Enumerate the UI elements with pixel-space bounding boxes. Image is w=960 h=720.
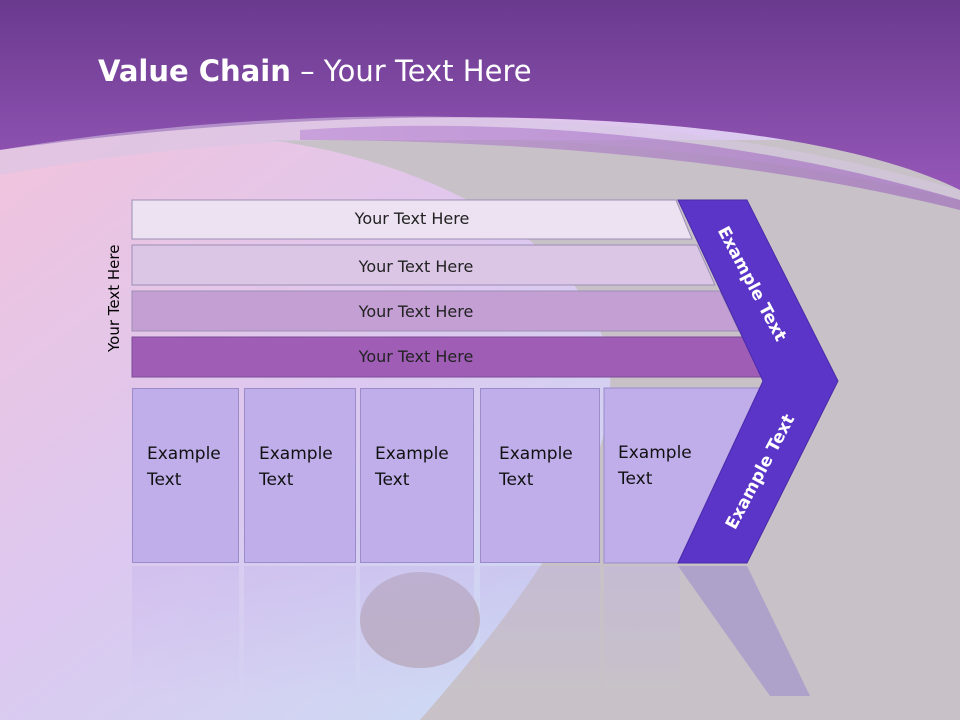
chevron-shape [677,199,839,564]
box-4-line2: Text [499,470,534,490]
box-4-reflection [480,566,600,696]
title-rest: – Your Text Here [290,54,532,88]
title-bold: Value Chain [98,54,291,88]
bar-1-label: Your Text Here [354,209,470,228]
box-2-line2: Text [259,470,294,490]
box-4-line1: Example [499,444,573,464]
bar-2-label: Your Text Here [358,257,474,276]
box-5-line2: Text [618,469,653,489]
box-3-reflection [360,566,474,696]
box-5-reflection [604,566,680,696]
box-5-line1: Example [618,443,692,463]
bar-2 [131,244,716,286]
box-1-reflection [132,566,239,696]
bar-3-label: Your Text Here [358,302,474,321]
box-3-line2: Text [375,470,410,490]
box-3-line1: Example [375,444,449,464]
box-2-reflection [244,566,356,696]
bar-4-label: Your Text Here [358,347,474,366]
slide-title: Value Chain – Your Text Here [98,54,532,88]
chevron-reflection [678,566,810,696]
bar-1 [131,199,693,240]
box-2-line1: Example [259,444,333,464]
box-1-line1: Example [147,444,221,464]
box-1-line2: Text [147,470,182,490]
